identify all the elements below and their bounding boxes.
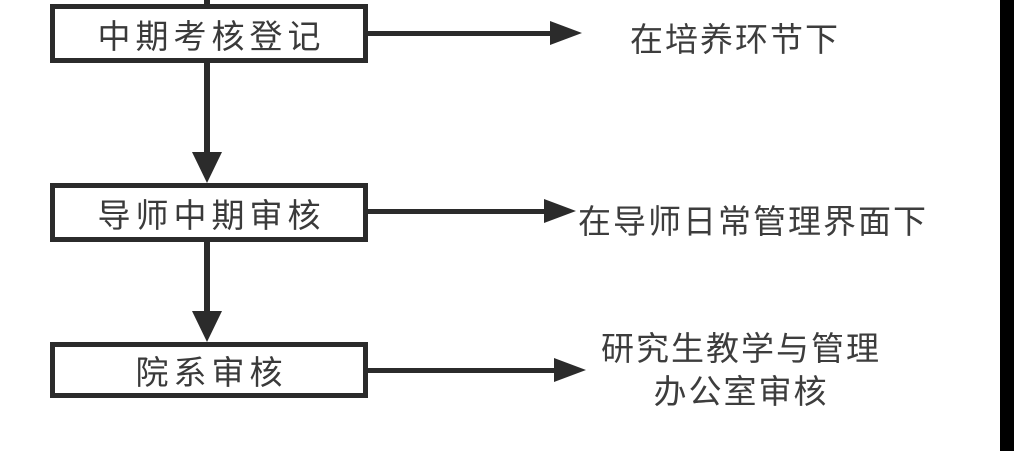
arrow-down-icon [192,152,222,183]
flow-step-label: 导师中期审核 [97,198,326,235]
annotation-arrow-line-2 [368,209,546,214]
arrow-down-icon [192,311,222,342]
flow-step-midterm-registration: 中期考核登记 [50,4,368,63]
flow-step-label: 中期考核登记 [97,19,326,56]
annotation-supervisor-interface: 在导师日常管理界面下 [578,195,928,243]
annotation-line: 办公室审核 [653,375,829,411]
annotation-graduate-office: 研究生教学与管理 办公室审核 [578,329,904,415]
annotation-training-section: 在培养环节下 [630,13,840,61]
annotation-line: 在导师日常管理界面下 [578,205,928,241]
incoming-connector-line [204,0,210,6]
connector-line-step2-step3 [204,240,210,313]
arrow-right-icon [550,21,582,45]
arrow-right-icon [544,199,576,223]
annotation-line: 研究生教学与管理 [601,332,881,368]
arrow-right-icon [554,358,586,382]
annotation-arrow-line-1 [368,31,552,36]
flow-step-department-review: 院系审核 [50,342,368,398]
annotation-arrow-line-3 [368,368,556,373]
connector-line-step1-step2 [204,61,210,153]
flow-step-label: 院系审核 [135,356,288,392]
flow-step-supervisor-review: 导师中期审核 [50,183,368,242]
annotation-line: 在培养环节下 [630,23,840,59]
right-edge-black-strip [1000,0,1014,451]
